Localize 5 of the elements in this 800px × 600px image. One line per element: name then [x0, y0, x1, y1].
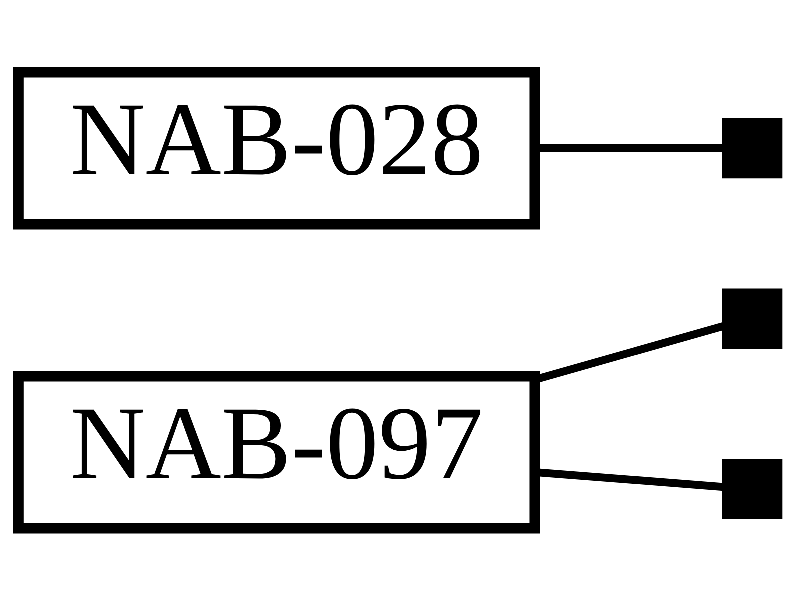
node-box: NAB-028 [13, 66, 540, 230]
node-box: NAB-097 [13, 370, 540, 534]
node-box [722, 288, 783, 348]
node-box [722, 458, 783, 519]
node-box [722, 118, 783, 178]
